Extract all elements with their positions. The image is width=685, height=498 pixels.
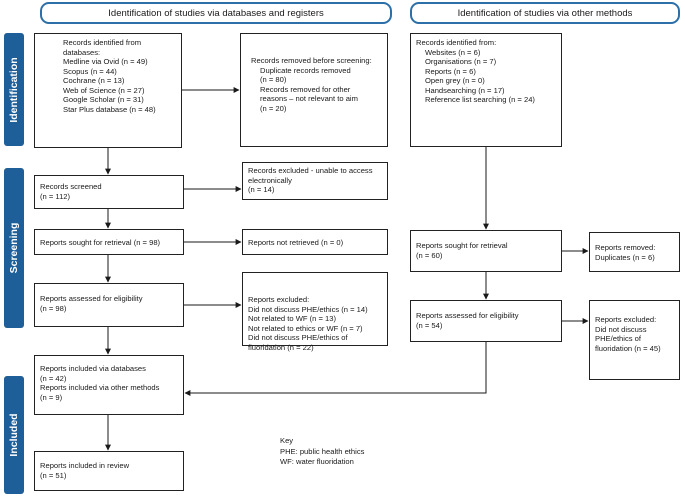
exclusion-reason: Did not discuss PHE/ethics (n = 14) [248, 304, 368, 314]
reports-sought-box: Reports sought for retrieval (n = 98) [34, 229, 184, 255]
records-excluded-line: Records excluded - unable to access [248, 166, 373, 175]
reports-included-line: Reports included via databases [40, 364, 146, 373]
reports-assessed-label: Reports assessed for eligibility [40, 294, 143, 303]
other-reports-removed-box: Reports removed: Duplicates (n = 6) [589, 232, 680, 272]
other-reports-removed-title: Reports removed: [595, 243, 656, 252]
records-removed-line: (n = 20) [260, 103, 287, 113]
records-removed-line: Duplicate records removed [260, 65, 351, 75]
other-source-item: Websites (n = 6) [425, 47, 481, 57]
database-item: Star Plus database (n = 48) [63, 104, 156, 114]
other-source-item: Handsearching (n = 17) [425, 85, 505, 95]
records-identified-subtitle: databases: [63, 47, 101, 57]
reports-not-retrieved-box: Reports not retrieved (n = 0) [242, 229, 388, 255]
records-screened-box: Records screened (n = 112) [34, 175, 184, 209]
other-exclusion-line: PHE/ethics of [595, 334, 642, 343]
reports-included-box: Reports included via databases (n = 42) … [34, 355, 184, 415]
other-reports-excluded-box: Reports excluded: Did not discuss PHE/et… [589, 300, 680, 380]
other-reports-assessed-count: (n = 54) [416, 320, 443, 330]
reports-excluded-title: Reports excluded: [248, 295, 310, 304]
other-source-item: Open grey (n = 0) [425, 76, 485, 85]
records-screened-count: (n = 112) [40, 191, 71, 201]
included-in-review-box: Reports included in review (n = 51) [34, 451, 184, 491]
records-excluded-line: electronically [248, 175, 292, 185]
records-identified-title: Records identified from [63, 38, 142, 47]
reports-included-line: (n = 9) [40, 392, 63, 402]
band-screening: Screening [4, 168, 24, 328]
reports-assessed-box: Reports assessed for eligibility (n = 98… [34, 283, 184, 327]
key-item: WF: water fluoridation [280, 457, 354, 466]
band-identification: Identification [4, 33, 24, 146]
included-in-review-label: Reports included in review [40, 461, 130, 470]
arrow-other-assessed-to-included [184, 342, 487, 396]
header-databases: Identification of studies via databases … [40, 2, 392, 24]
other-source-item: Reference list searching (n = 24) [425, 95, 535, 104]
other-source-item: Organisations (n = 7) [425, 57, 497, 66]
records-screened-label: Records screened [40, 182, 102, 191]
database-item: Web of Science (n = 27) [63, 85, 145, 95]
exclusion-reason: Did not discuss PHE/ethics of [248, 333, 348, 342]
database-item: Cochrane (n = 13) [63, 76, 125, 85]
other-reports-sought-box: Reports sought for retrieval (n = 60) [410, 230, 562, 272]
other-exclusion-line: Did not discuss [595, 324, 647, 334]
database-item: Google Scholar (n = 31) [63, 95, 144, 104]
records-removed-line: (n = 80) [260, 75, 287, 84]
other-reports-removed-line: Duplicates (n = 6) [595, 252, 655, 262]
band-included: Included [4, 376, 24, 494]
records-identified-box: Records identified from databases: Medli… [34, 33, 182, 148]
other-exclusion-line: fluoridation (n = 45) [595, 343, 661, 353]
reports-sought-label: Reports sought for retrieval (n = 98) [40, 238, 161, 247]
reports-assessed-count: (n = 98) [40, 303, 67, 313]
header-other-methods: Identification of studies via other meth… [410, 2, 680, 24]
records-removed-title: Records removed before screening: [251, 56, 372, 65]
other-reports-excluded-title: Reports excluded: [595, 315, 657, 324]
key-legend: Key PHE: public health ethics WF: water … [280, 436, 364, 468]
key-item: PHE: public health ethics [280, 446, 365, 456]
reports-included-line: (n = 42) [40, 373, 67, 383]
records-other-box: Records identified from: Websites (n = 6… [410, 33, 562, 147]
included-in-review-count: (n = 51) [40, 470, 67, 480]
other-reports-sought-count: (n = 60) [416, 250, 443, 260]
records-removed-line: reasons – not relevant to aim [260, 94, 358, 103]
records-removed-line: Records removed for other [260, 84, 351, 94]
database-item: Medline via Ovid (n = 49) [63, 57, 148, 66]
records-removed-box: Records removed before screening: Duplic… [240, 33, 388, 147]
records-excluded-box: Records excluded - unable to access elec… [242, 162, 388, 200]
records-other-title: Records identified from: [416, 38, 497, 47]
exclusion-reason: Not related to ethics or WF (n = 7) [248, 323, 363, 333]
other-source-item: Reports (n = 6) [425, 66, 476, 76]
reports-included-line: Reports included via other methods [40, 383, 160, 392]
other-reports-assessed-label: Reports assessed for eligibility [416, 311, 519, 320]
exclusion-reason: Not related to WF (n = 13) [248, 314, 336, 323]
reports-excluded-box: Reports excluded: Did not discuss PHE/et… [242, 272, 388, 352]
key-title: Key [280, 436, 294, 445]
database-item: Scopus (n = 44) [63, 66, 117, 76]
other-reports-sought-label: Reports sought for retrieval [416, 241, 508, 250]
exclusion-reason: fluoridation (n = 22) [248, 342, 314, 352]
other-reports-assessed-box: Reports assessed for eligibility (n = 54… [410, 300, 562, 342]
reports-not-retrieved-label: Reports not retrieved (n = 0) [248, 238, 344, 247]
records-excluded-count: (n = 14) [248, 185, 275, 194]
